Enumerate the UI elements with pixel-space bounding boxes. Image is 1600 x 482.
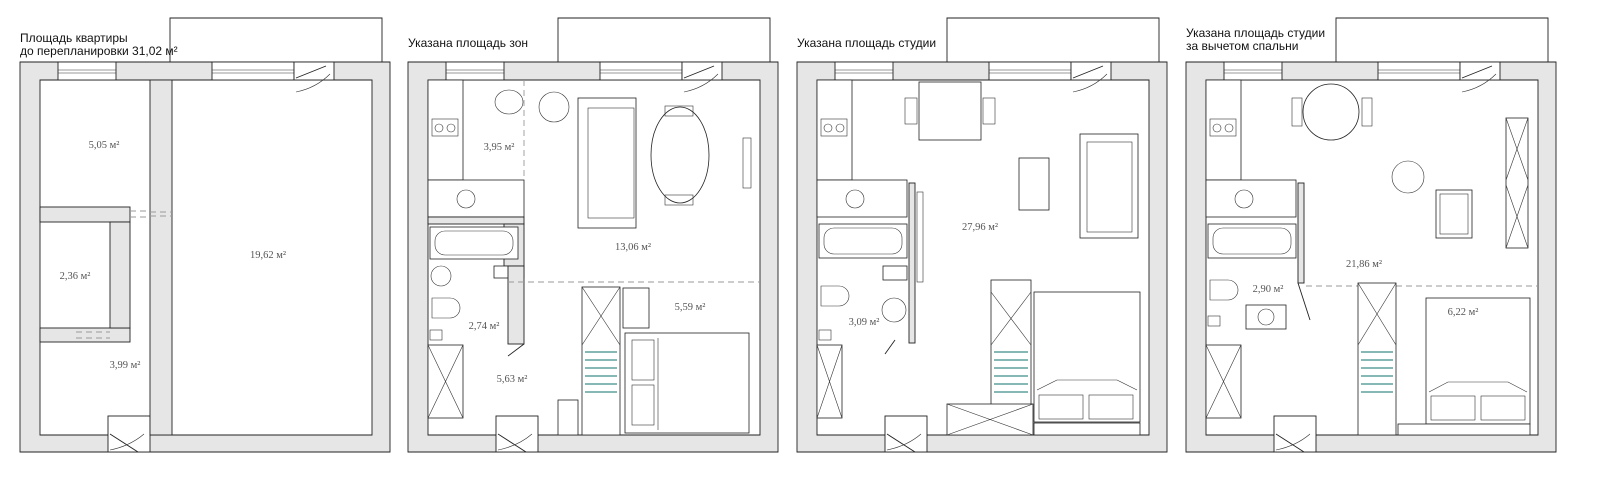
- plan-caption-line-2: до перепланировки 31,02 м²: [20, 44, 178, 58]
- plan-caption-line-1: Указана площадь зон: [408, 36, 528, 50]
- area-label: 3,99 м²: [110, 360, 141, 371]
- area-label: 13,06 м²: [615, 242, 651, 253]
- area-label: 27,96 м²: [962, 222, 998, 233]
- plan-studio: Указана площадь студии: [796, 17, 1168, 453]
- plan-caption-line-1: Площадь квартиры: [20, 31, 128, 45]
- area-label: 5,59 м²: [675, 302, 706, 313]
- area-label: 19,62 м²: [250, 250, 286, 261]
- plan-caption-line-1: Указана площадь студии: [797, 36, 936, 50]
- area-label: 5,63 м²: [497, 374, 528, 385]
- plan-caption-line-1: Указана площадь студии: [1186, 26, 1325, 40]
- plan-zones: Указана площадь зон: [407, 17, 779, 453]
- area-label: 2,90 м²: [1253, 284, 1284, 295]
- area-label: 21,86 м²: [1346, 259, 1382, 270]
- area-label: 3,95 м²: [484, 142, 515, 153]
- plan-caption-line-2: за вычетом спальни: [1186, 39, 1298, 53]
- plan-original: Площадь квартиры до перепланировки 31,02…: [19, 17, 391, 453]
- area-label: 2,74 м²: [469, 321, 500, 332]
- area-label: 3,09 м²: [849, 317, 880, 328]
- area-label: 2,36 м²: [60, 271, 91, 282]
- area-label: 5,05 м²: [89, 140, 120, 151]
- area-label: 6,22 м²: [1448, 307, 1479, 318]
- plan-studio-minus-bedroom: Указана площадь студии за вычетом спальн…: [1185, 17, 1557, 453]
